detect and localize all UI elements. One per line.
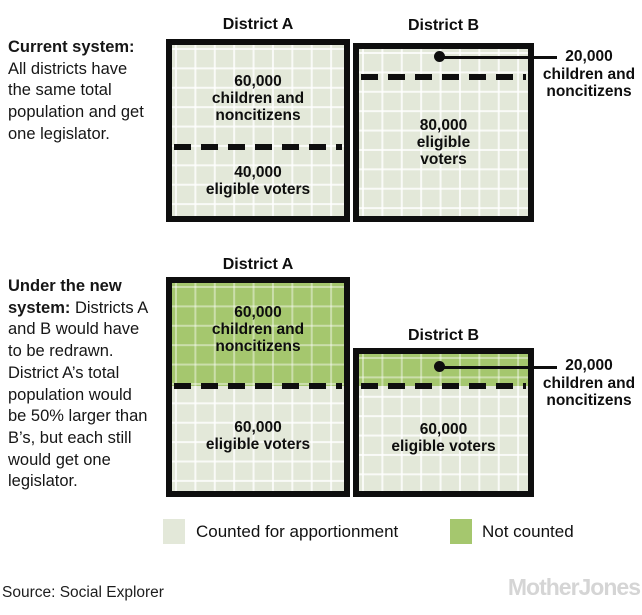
callout-dot (434, 51, 445, 62)
not-counted-swatch (450, 519, 472, 544)
new-system-note: Under the new system: Districts A and B … (8, 276, 148, 493)
note-line: and B would have (8, 320, 140, 339)
note-line: one legislator. (8, 124, 110, 143)
source-credit: Source: Social Explorer (2, 584, 164, 601)
note-line: B’s, but each still (8, 428, 132, 447)
district-a-bottom-voters-label: 60,000 eligible voters (205, 419, 311, 453)
district-b-heading-top: District B (407, 17, 480, 34)
callout-line (440, 56, 557, 59)
note-line: District A’s total (8, 363, 120, 382)
note-line: be 50% larger than (8, 407, 148, 426)
dashed-divider (361, 74, 526, 80)
dashed-divider (174, 144, 342, 150)
motherjones-logo: MotherJones (507, 574, 641, 600)
district-b-top-voters-label: 80,000 eligible voters (416, 117, 471, 168)
not-counted-area (172, 283, 344, 386)
counted-swatch (163, 519, 185, 544)
dashed-divider (361, 383, 526, 389)
note-line: system: Districts A (8, 298, 149, 317)
note-line: legislator. (8, 472, 78, 491)
callout-label-top: 20,000 children and noncitizens (542, 48, 636, 100)
counted-legend-label: Counted for apportionment (196, 522, 399, 541)
callout-label-bottom: 20,000 children and noncitizens (542, 357, 636, 409)
district-b-bottom-voters-label: 60,000 eligible voters (391, 421, 496, 455)
current-system-note: Current system: All districts have the s… (8, 37, 144, 146)
district-a-heading-top: District A (222, 16, 294, 33)
district-b-heading-bottom: District B (407, 327, 480, 344)
note-line: Under the new (8, 277, 122, 295)
callout-line (440, 366, 557, 369)
note-line: All districts have (8, 59, 128, 78)
not-counted-area (359, 354, 528, 386)
district-b-box-bottom: 60,000 eligible voters (353, 348, 534, 497)
district-a-bottom-children-label: 60,000 children and noncitizens (211, 304, 305, 355)
district-a-heading-bottom: District A (222, 256, 294, 273)
district-a-top-children-label: 60,000 children and noncitizens (211, 73, 305, 124)
note-line: population and get (8, 103, 144, 122)
note-line: would get one (8, 450, 111, 469)
note-line: to be redrawn. (8, 342, 114, 361)
district-a-top-voters-label: 40,000 eligible voters (205, 164, 311, 198)
note-line: the same total (8, 81, 112, 100)
district-a-box-top: 60,000 children and noncitizens 40,000 e… (166, 39, 350, 222)
dashed-divider (174, 383, 342, 389)
district-b-box-top: 80,000 eligible voters (353, 43, 534, 222)
not-counted-legend-label: Not counted (482, 522, 574, 541)
callout-dot (434, 361, 445, 372)
note-line: Current system: (8, 38, 135, 56)
note-line: population would (8, 385, 132, 404)
district-a-box-bottom: 60,000 children and noncitizens 60,000 e… (166, 277, 350, 497)
